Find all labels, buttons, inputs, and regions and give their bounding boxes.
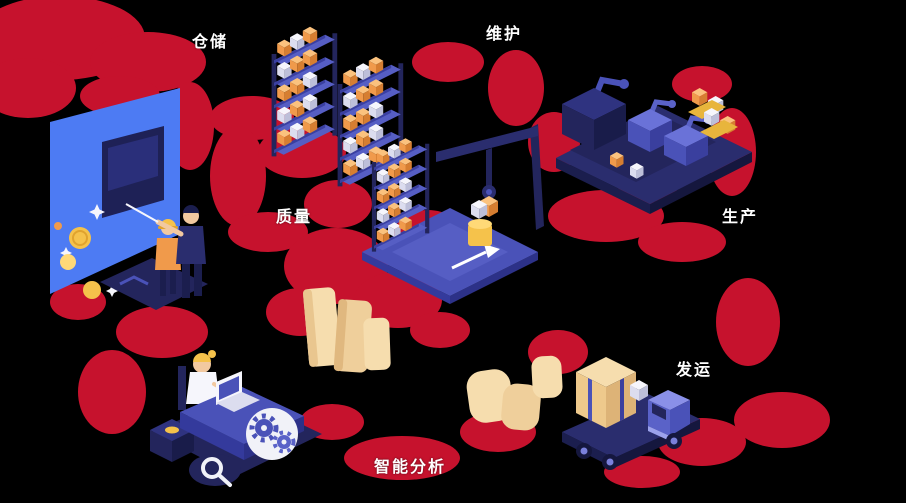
overhead-robot-arm: [436, 124, 544, 230]
barrel-with-crate: [468, 200, 492, 246]
label-analytics: 智能分析: [374, 457, 447, 476]
gear-icon: [249, 413, 279, 443]
star-icon: [89, 204, 105, 220]
truck-wheels: [576, 433, 682, 470]
truck-cargo: [576, 357, 648, 428]
package-stacks-illustration: [302, 287, 391, 373]
flow-arrow: [451, 250, 487, 270]
gear-icon: [272, 430, 296, 454]
analytics-desk-illustration: [150, 350, 322, 487]
shipping-truck-illustration: [466, 355, 700, 470]
label-warehousing: 仓储: [192, 32, 229, 51]
label-quality: 质量: [276, 207, 313, 226]
instructor-figure: [125, 203, 206, 298]
red-connector-blobs: [0, 0, 830, 488]
coin-icon: [83, 281, 101, 299]
coin-icon: [60, 254, 76, 270]
label-production: 生产: [722, 207, 759, 226]
gear-tray: [246, 408, 298, 460]
training-board-illustration: [50, 88, 208, 310]
robot-arm: [628, 99, 676, 152]
pointer-stick: [125, 203, 159, 223]
cargo-sacks: [466, 355, 563, 431]
machine-block: [562, 76, 629, 150]
star-icon: [106, 285, 118, 297]
label-shipping: 发运: [676, 360, 713, 379]
truck-cab: [648, 390, 690, 441]
pallet-shelves: [688, 88, 738, 139]
star-icon: [60, 247, 72, 259]
magnifier-icon: [189, 454, 241, 487]
dot-icon: [54, 222, 62, 230]
label-maintenance: 维护: [486, 24, 523, 43]
laptop-icon: [216, 371, 260, 412]
production-cell-illustration: [556, 76, 752, 214]
quality-platform-illustration: [362, 124, 544, 304]
